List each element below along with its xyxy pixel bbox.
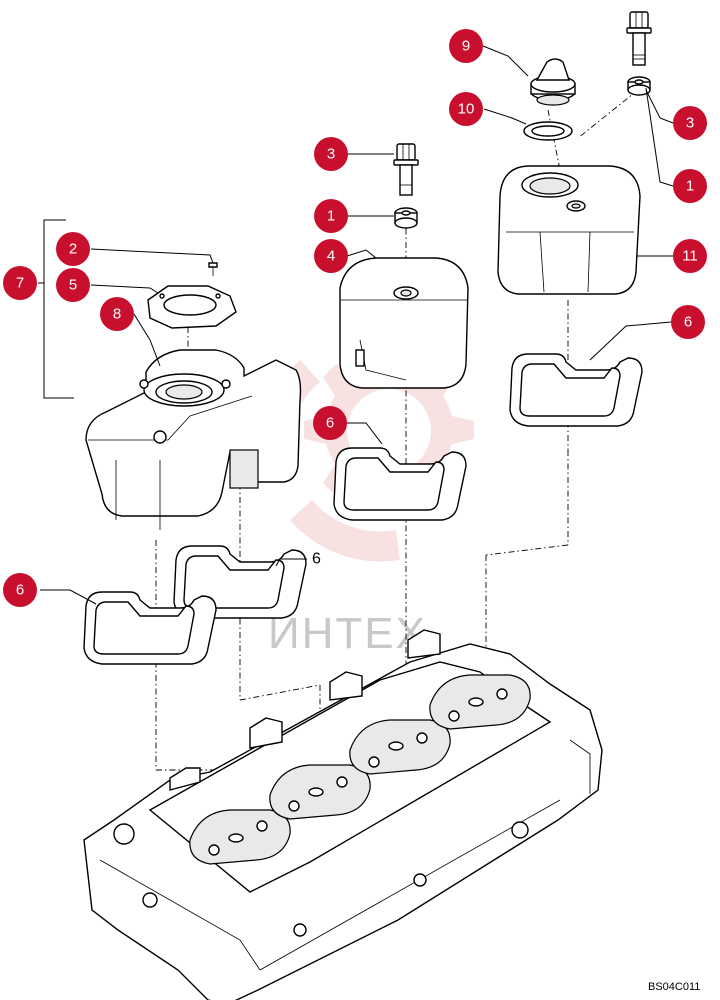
bolt-right	[626, 11, 652, 66]
svg-text:11: 11	[682, 248, 698, 265]
callout-3-right: 3	[673, 106, 707, 140]
gasket-center	[333, 447, 467, 521]
svg-text:5: 5	[69, 277, 77, 294]
callout-3-center: 3	[314, 137, 348, 171]
washer-center	[394, 207, 418, 229]
svg-text:9: 9	[462, 38, 470, 55]
o-ring	[523, 121, 573, 141]
callout-1-right: 1	[673, 169, 707, 203]
rocker-cover-right	[497, 165, 641, 295]
watermark-text: ИНТЕХ	[268, 609, 427, 658]
callout-1-center: 1	[314, 199, 348, 233]
svg-text:10: 10	[458, 101, 475, 118]
callout-6-left: 6	[3, 573, 37, 607]
svg-text:8: 8	[113, 306, 121, 323]
callout-11: 11	[673, 239, 707, 273]
washer-right	[627, 76, 651, 96]
callout-7: 7	[3, 266, 37, 300]
leader-lines	[40, 45, 674, 605]
cylinder-head	[83, 629, 603, 1000]
group-bracket-7	[38, 219, 74, 399]
callout-6-center: 6	[313, 406, 347, 440]
svg-text:6: 6	[326, 415, 334, 432]
svg-text:4: 4	[327, 248, 335, 265]
bolt-center	[393, 143, 419, 196]
oil-filler-cap	[530, 58, 576, 106]
label-6-plain: 6	[312, 551, 321, 568]
svg-text:2: 2	[69, 241, 77, 258]
breather-plate	[147, 285, 237, 329]
svg-text:7: 7	[16, 275, 24, 292]
svg-text:1: 1	[686, 178, 694, 195]
svg-text:6: 6	[16, 582, 24, 599]
svg-text:3: 3	[686, 115, 694, 132]
svg-text:1: 1	[327, 208, 335, 225]
rocker-cover-left	[85, 349, 302, 530]
rocker-cover-center	[339, 257, 469, 389]
callout-6-right: 6	[671, 305, 705, 339]
svg-text:6: 6	[684, 314, 692, 331]
callout-10: 10	[449, 92, 483, 126]
callout-4: 4	[314, 239, 348, 273]
gasket-right	[509, 353, 643, 427]
gasket-left-lower	[83, 591, 217, 665]
screw-left	[208, 262, 218, 276]
callout-2: 2	[56, 232, 90, 266]
svg-text:3: 3	[327, 146, 335, 163]
callout-9: 9	[449, 29, 483, 63]
callout-8: 8	[100, 297, 134, 331]
reference-code: BS04C011	[648, 981, 700, 993]
callout-5: 5	[56, 268, 90, 302]
